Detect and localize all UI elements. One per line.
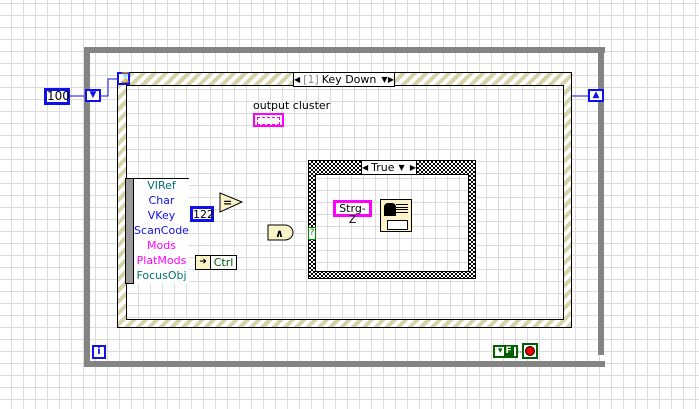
bool-constant-value: F	[503, 346, 514, 356]
field-viref[interactable]: VIRef	[134, 179, 189, 195]
output-cluster-indicator[interactable]	[253, 113, 284, 127]
event-selector[interactable]: ◀ [1] Key Down ▼ ▶	[293, 72, 395, 87]
bool-constant[interactable]: ▾F	[493, 345, 518, 358]
field-focusobj[interactable]: FocusObj	[134, 269, 189, 284]
field-char[interactable]: Char	[134, 194, 189, 210]
output-cluster-label: output cluster	[253, 99, 331, 112]
one-button-dialog-icon[interactable]	[380, 199, 412, 232]
while-loop-right	[598, 47, 604, 355]
field-platmods[interactable]: PlatMods	[134, 254, 189, 270]
tunnel-up-icon[interactable]: ▲	[588, 89, 604, 102]
case-selector[interactable]: ◀ True ▼ ▶	[361, 160, 417, 175]
case-selector-terminal[interactable]: ?	[308, 227, 316, 240]
next-arrow-icon[interactable]: ▶	[409, 163, 416, 172]
event-data-node: VIRef Char VKey ScanCode Mods PlatMods F…	[125, 178, 189, 284]
event-structure-frame	[126, 85, 564, 320]
tunnel-down-icon[interactable]: ▼	[85, 89, 101, 102]
while-loop-bottom	[84, 361, 605, 367]
next-arrow-icon[interactable]: ▶	[387, 75, 394, 84]
ctrl-label: Ctrl	[210, 256, 236, 269]
field-vkey[interactable]: VKey	[134, 209, 189, 225]
while-loop-left	[84, 47, 90, 367]
case-label: True	[371, 161, 395, 174]
string-constant[interactable]: Strg-Z	[333, 200, 372, 225]
dropdown-icon[interactable]: ▼	[381, 75, 388, 84]
field-mods[interactable]: Mods	[134, 239, 189, 255]
iteration-terminal: i	[92, 345, 106, 359]
field-scancode[interactable]: ScanCode	[134, 224, 189, 240]
char-constant[interactable]: 122	[190, 206, 214, 222]
event-label: Key Down	[321, 73, 377, 86]
ctrl-test-node[interactable]: ➜ Ctrl	[195, 255, 237, 270]
dropdown-icon[interactable]: ▼	[398, 163, 405, 172]
hourglass-icon[interactable]: ⌛	[117, 72, 132, 85]
arrow-right-icon: ➜	[199, 257, 207, 267]
while-loop-top	[84, 47, 605, 53]
prev-arrow-icon[interactable]: ◀	[294, 75, 301, 84]
timeout-constant[interactable]: 100	[44, 88, 70, 105]
event-index: [1]	[303, 73, 319, 86]
stop-terminal[interactable]	[522, 343, 538, 359]
prev-arrow-icon[interactable]: ◀	[362, 163, 369, 172]
